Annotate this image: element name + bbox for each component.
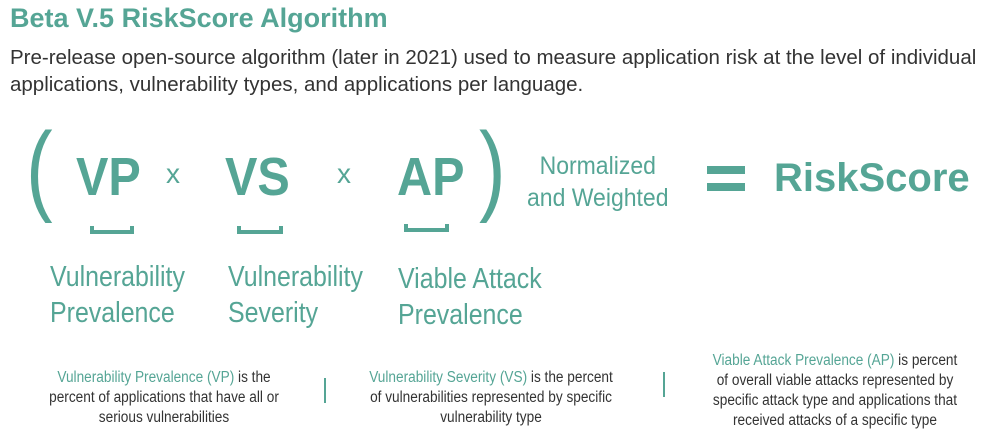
label-line: Vulnerability xyxy=(50,261,185,293)
multiply-operator: x xyxy=(166,158,180,189)
divider xyxy=(663,372,665,397)
normalized-weighted: Normalized and Weighted xyxy=(527,150,669,214)
bracket-vs xyxy=(237,226,283,234)
equals-bar-top xyxy=(707,166,745,174)
description-term: Vulnerability Prevalence (VP) xyxy=(57,369,235,386)
label-line: Severity xyxy=(228,297,319,329)
description-text: is the percent of vulnerabilities repres… xyxy=(370,369,613,426)
description-ap: Viable Attack Prevalence (AP) is percent… xyxy=(707,351,962,431)
term-vp: VP xyxy=(76,147,141,207)
slide-title: Beta V.5 RiskScore Algorithm xyxy=(10,3,388,33)
label-vp: Vulnerability Prevalence xyxy=(50,259,185,331)
description-text: is percent of overall viable attacks rep… xyxy=(712,352,958,429)
description-term: Viable Attack Prevalence (AP) xyxy=(712,352,895,369)
label-ap: Viable Attack Prevalence xyxy=(398,261,542,333)
close-paren: ) xyxy=(479,112,506,224)
label-line: Viable Attack xyxy=(398,263,542,295)
label-vs: Vulnerability Severity xyxy=(228,259,363,331)
label-line: Prevalence xyxy=(50,297,175,329)
slide-subtitle: Pre-release open-source algorithm (later… xyxy=(10,46,977,96)
label-line: Vulnerability xyxy=(228,261,363,293)
equals-bar-bottom xyxy=(707,183,745,191)
bracket-vp xyxy=(90,226,134,234)
divider xyxy=(324,378,326,403)
term-vs: VS xyxy=(225,147,290,207)
description-text: is the percent of applications that have… xyxy=(49,369,279,426)
description-vp: Vulnerability Prevalence (VP) is the per… xyxy=(42,368,287,428)
term-ap: AP xyxy=(397,147,465,207)
riskscore-result: RiskScore xyxy=(774,156,970,200)
weighted-line: and Weighted xyxy=(527,184,669,212)
description-vs: Vulnerability Severity (VS) is the perce… xyxy=(367,368,615,428)
label-line: Prevalence xyxy=(398,299,523,331)
open-paren: ( xyxy=(26,112,53,224)
bracket-ap xyxy=(404,224,449,232)
description-term: Vulnerability Severity (VS) xyxy=(369,369,528,386)
normalized-line: Normalized xyxy=(539,152,656,180)
multiply-operator: x xyxy=(337,158,351,189)
